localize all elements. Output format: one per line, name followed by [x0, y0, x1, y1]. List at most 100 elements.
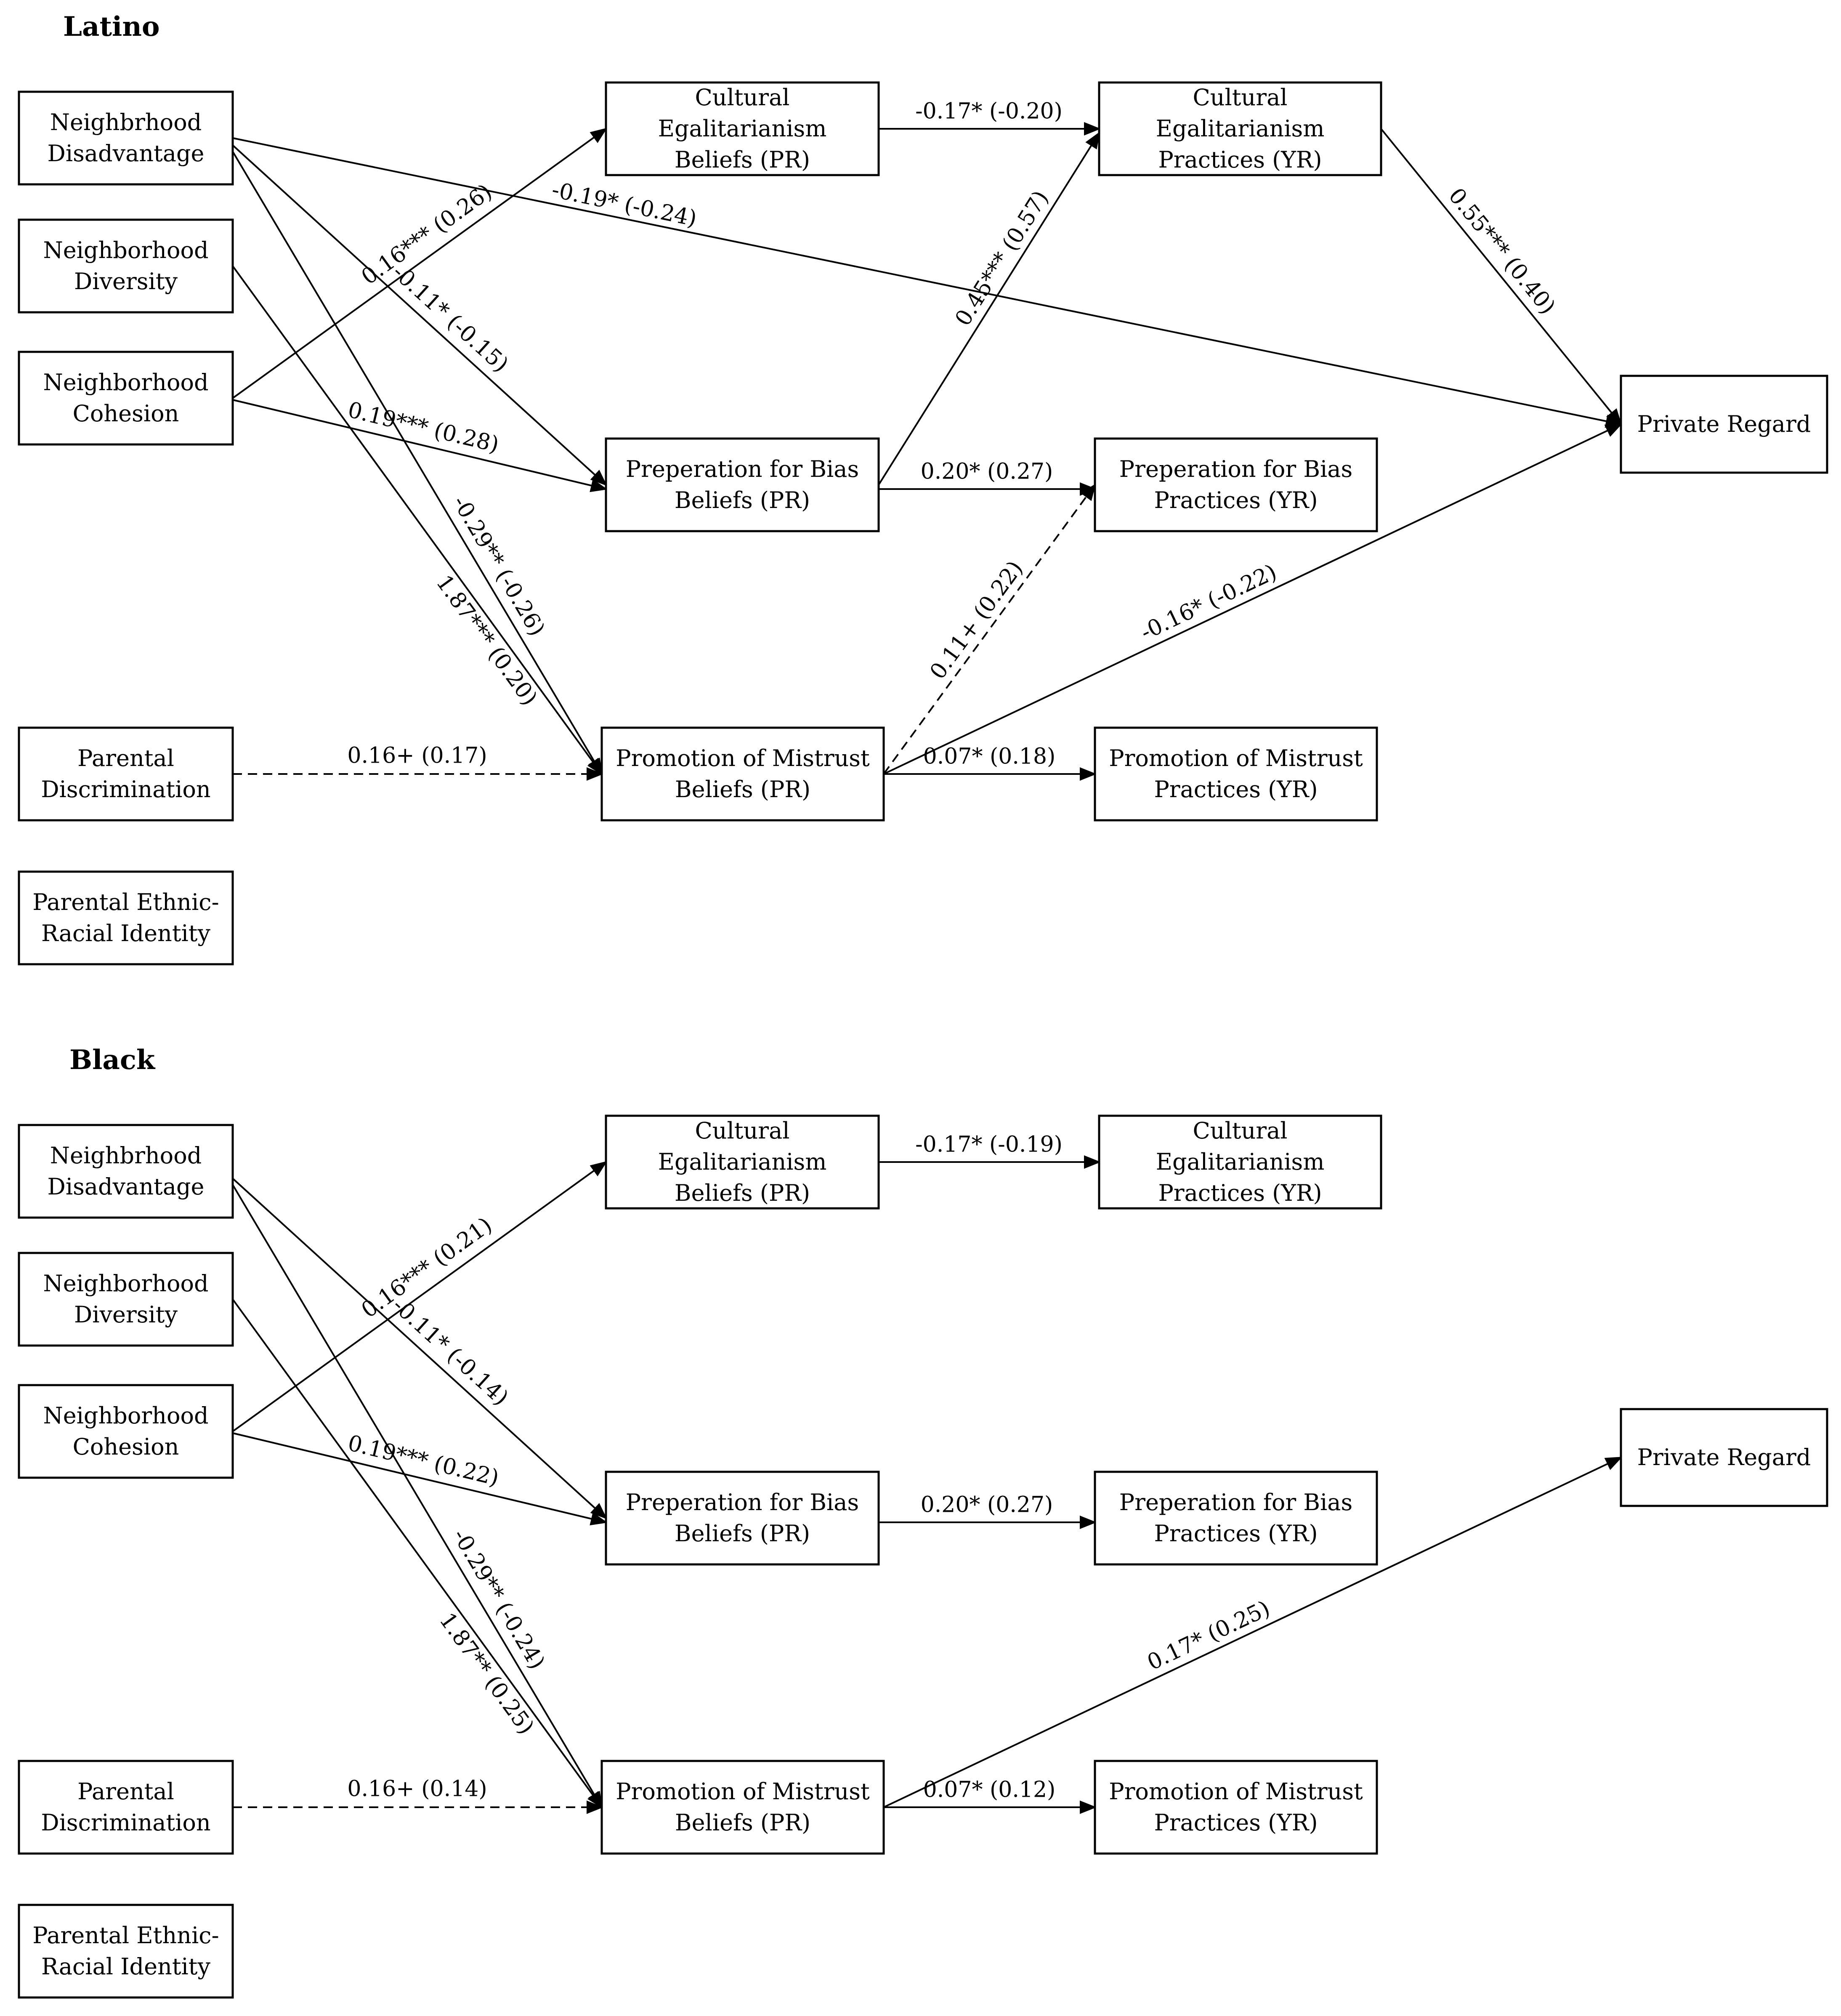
path-coefficient-label: -0.17* (-0.20) [915, 99, 1063, 124]
node-label: Practices (YR) [1158, 1180, 1322, 1206]
node-label: Cohesion [73, 1434, 179, 1460]
node-box [18, 1252, 234, 1347]
node-label: Preperation for Bias [1119, 456, 1352, 482]
node-box [1094, 726, 1378, 822]
node-label: Parental [77, 745, 174, 771]
path-pd-to-pmb: 0.16+ (0.14) [233, 1777, 603, 1814]
node-label: Beliefs (PR) [675, 487, 810, 513]
path-nc-to-pbb: 0.19*** (0.28) [232, 397, 608, 492]
path-coefficient-label: 0.16*** (0.21) [357, 1213, 497, 1323]
path-coefficient-label: 0.07* (0.18) [923, 744, 1056, 769]
node-label: Preperation for Bias [626, 456, 859, 482]
node-label: Neighborhood [43, 1402, 208, 1429]
node-label: Practices (YR) [1154, 1520, 1318, 1547]
node-label: Neighborhood [43, 1270, 208, 1297]
solid-arrow [232, 128, 608, 399]
node-label: Parental [77, 1778, 174, 1805]
node-label: Neighborhood [43, 237, 208, 263]
node-label: Cultural [695, 1117, 789, 1144]
node-label: Private Regard [1637, 411, 1811, 437]
path-coefficient-label: 0.19*** (0.28) [345, 397, 502, 458]
solid-arrow [232, 151, 603, 776]
path-pmb-to-pmp: 0.07* (0.18) [884, 744, 1097, 781]
node-box [605, 1471, 880, 1566]
solid-arrow [232, 1161, 608, 1432]
node-label: Disadvantage [48, 1173, 205, 1200]
path-coefficient-label: 0.07* (0.12) [923, 1777, 1056, 1803]
panel-title-latino: Latino [63, 11, 160, 43]
node-label: Diversity [74, 1301, 178, 1328]
node-label: Promotion of Mistrust [616, 745, 870, 771]
node-label: Preperation for Bias [626, 1489, 859, 1516]
panel-title-black: Black [69, 1044, 156, 1076]
path-coefficient-label: 0.20* (0.27) [921, 1492, 1053, 1518]
node-label: Neighbrhood [50, 1142, 202, 1169]
node-box [1098, 1114, 1382, 1210]
node-box [18, 726, 234, 822]
node-peri-latino: Parental Ethnic-Racial Identity [18, 870, 234, 965]
node-box [1620, 375, 1828, 474]
path-coefficient-label: -0.16* (-0.22) [1137, 559, 1280, 645]
node-box [605, 81, 880, 176]
solid-arrow [232, 1184, 603, 1809]
path-pmb-to-pmp: 0.07* (0.12) [884, 1777, 1097, 1814]
path-coefficient-label: 0.20* (0.27) [921, 459, 1053, 484]
node-box [18, 351, 234, 446]
node-label: Promotion of Mistrust [1109, 745, 1363, 771]
node-box [18, 1760, 234, 1855]
node-label: Discrimination [41, 776, 210, 803]
node-label: Egalitarianism [658, 1149, 827, 1175]
path-cep-to-pr: 0.55*** (0.40) [1380, 128, 1622, 426]
dashed-arrow [883, 483, 1096, 775]
solid-arrow [232, 1178, 607, 1519]
node-label: Disadvantage [48, 140, 205, 167]
path-pmb-to-pbp: 0.11+ (0.22) [883, 483, 1096, 775]
node-label: Cohesion [73, 400, 179, 427]
panel-black: Black 0.16*** (0.21)-0.17* (-0.19)-0.11*… [18, 1044, 1828, 1999]
node-pr-black: Private Regard [1620, 1408, 1828, 1507]
node-box [1094, 1471, 1378, 1566]
solid-arrow [878, 131, 1100, 486]
node-box [18, 1124, 234, 1219]
node-label: Racial Identity [41, 1953, 211, 1980]
node-box [605, 437, 880, 532]
node-label: Cultural [1193, 84, 1287, 111]
node-label: Practices (YR) [1154, 1809, 1318, 1836]
node-box [18, 90, 234, 186]
node-box [18, 870, 234, 965]
node-label: Diversity [74, 268, 178, 295]
node-label: Beliefs (PR) [675, 776, 810, 803]
node-label: Parental Ethnic- [32, 889, 219, 915]
node-box [18, 218, 234, 314]
path-nd-to-pr: -0.19* (-0.24) [232, 137, 1623, 428]
node-pr-latino: Private Regard [1620, 375, 1828, 474]
node-label: Beliefs (PR) [675, 146, 810, 173]
path-pbb-to-pbp: 0.20* (0.27) [879, 1492, 1097, 1529]
solid-arrow [232, 144, 607, 486]
path-coefficient-label: 0.45*** (0.57) [950, 186, 1054, 331]
node-label: Parental Ethnic- [32, 1922, 219, 1949]
node-label: Preperation for Bias [1119, 1489, 1352, 1516]
solid-arrow [232, 1432, 608, 1526]
path-coefficient-label: -0.19* (-0.24) [550, 177, 699, 231]
node-label: Discrimination [41, 1809, 210, 1836]
path-ndiv-to-pmb: 1.87** (0.25) [232, 1298, 603, 1809]
node-box [18, 1904, 234, 1999]
node-label: Egalitarianism [1156, 115, 1325, 142]
node-label: Egalitarianism [1156, 1149, 1325, 1175]
node-peri-black: Parental Ethnic- Racial Identity [18, 1904, 234, 1999]
node-label: Promotion of Mistrust [616, 1778, 870, 1805]
